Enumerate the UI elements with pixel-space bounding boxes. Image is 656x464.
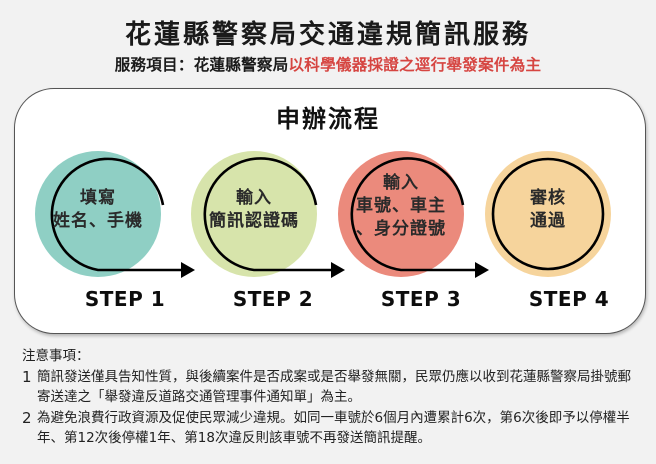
process-title: 申辦流程: [276, 105, 380, 133]
step-1-line-2: 姓名、手機: [53, 211, 143, 231]
step-3-circle: [338, 151, 489, 278]
note-item: 2 為避免浪費行政資源及促使民眾減少違規。如同一車號於6個月內遭累計6次，第6次…: [22, 408, 642, 449]
step-1-circle: [35, 151, 195, 278]
step-3-text: 輸入 車號、車主 、身分證號: [336, 172, 466, 241]
step-2-circle: [191, 151, 345, 278]
step-3-label: STEP 3: [380, 287, 462, 311]
note-item: 1 簡訊發送僅具告知性質，與後續案件是否成案或是否舉發無關，民眾仍應以收到花蓮縣…: [22, 367, 642, 408]
note-text: 簡訊發送僅具告知性質，與後續案件是否成案或是否舉發無關，民眾仍應以收到花蓮縣警察…: [37, 368, 631, 406]
note-number: 1: [22, 367, 32, 386]
subtitle-highlight: 以科學儀器採證之逕行舉發案件為主: [288, 56, 542, 74]
step-4-label: STEP 4: [528, 287, 610, 311]
subtitle-prefix: 服務項目：花蓮縣警察局: [114, 56, 289, 74]
step-2-line-2: 簡訊認證碼: [209, 211, 299, 231]
note-number: 2: [22, 408, 32, 427]
step-1-label: STEP 1: [84, 287, 166, 311]
arrow-right-icon: [181, 262, 195, 278]
notes-section: 注意事項： 1 簡訊發送僅具告知性質，與後續案件是否成案或是否舉發無關，民眾仍應…: [22, 346, 642, 449]
step-2-text: 輸入 簡訊認證碼: [189, 187, 319, 233]
arrow-right-icon: [331, 262, 345, 278]
step-3-line-1: 輸入: [383, 173, 419, 193]
step-1-line-1: 填寫: [80, 188, 116, 208]
arrow-right-icon: [475, 262, 489, 278]
page-title: 花蓮縣警察局交通違規簡訊服務: [124, 20, 531, 50]
service-subtitle: 服務項目：花蓮縣警察局以科學儀器採證之逕行舉發案件為主: [0, 53, 656, 75]
step-4-text: 審核 通過: [483, 187, 613, 233]
note-text: 為避免浪費行政資源及促使民眾減少違規。如同一車號於6個月內遭累計6次，第6次後即…: [37, 409, 630, 447]
step-4-line-2: 通過: [530, 211, 566, 231]
step-3-line-3: 、身分證號: [356, 219, 446, 239]
step-4-circle: [485, 151, 611, 277]
step-1-text: 填寫 姓名、手機: [33, 187, 163, 233]
step-2-line-1: 輸入: [236, 188, 272, 208]
step-3-line-2: 車號、車主: [356, 196, 446, 216]
step-2-label: STEP 2: [232, 287, 314, 311]
notes-heading: 注意事項：: [22, 348, 90, 364]
step-4-line-1: 審核: [530, 188, 566, 208]
